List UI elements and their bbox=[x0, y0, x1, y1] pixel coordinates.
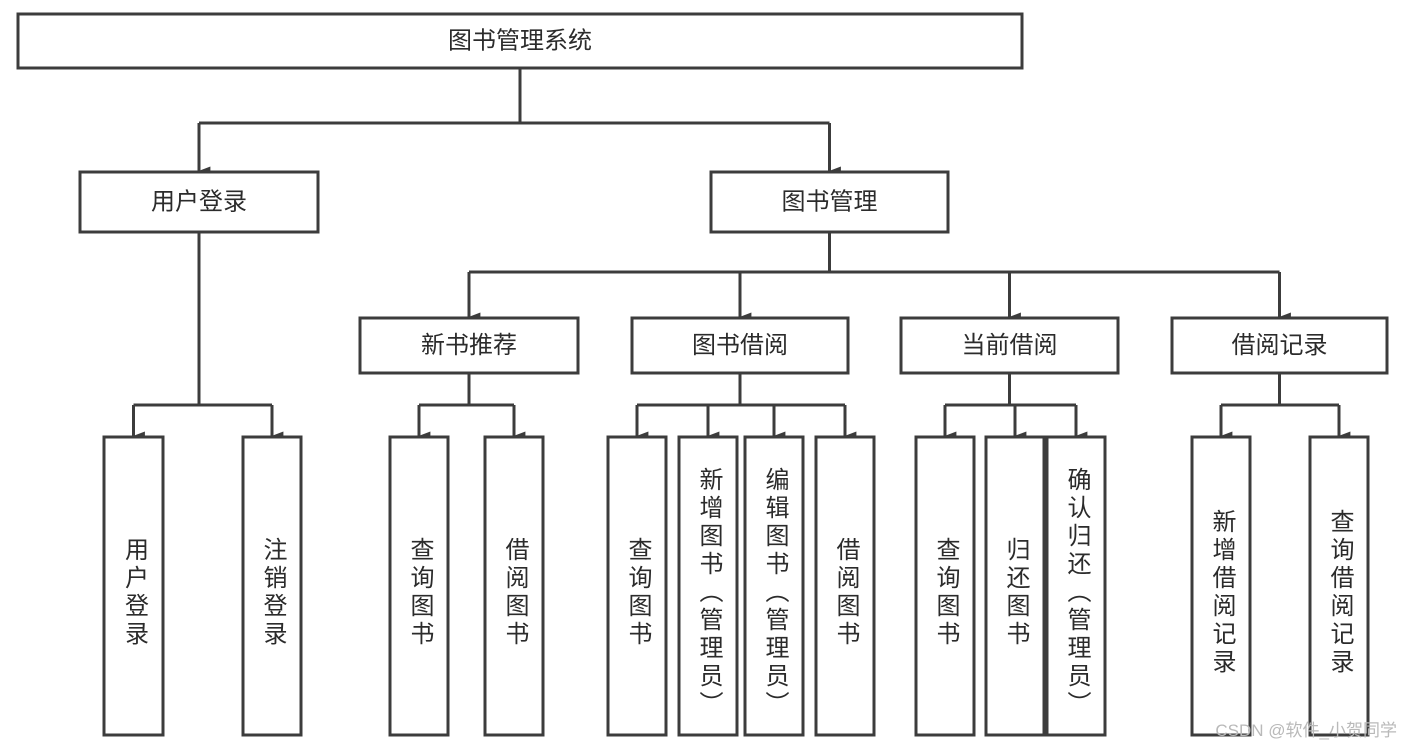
node-root-box[interactable] bbox=[16, 12, 1024, 70]
node-leaf-leaf-borrow-book-bor-box[interactable] bbox=[814, 435, 876, 737]
node-l3-book-borrow[interactable]: 图书借阅 bbox=[630, 316, 850, 375]
node-l3-current-borrow-box[interactable] bbox=[899, 316, 1120, 375]
node-leaf-leaf-add-book[interactable]: 新增图书（管理员） bbox=[677, 435, 739, 737]
node-l2-user-login-label: 用户登录 bbox=[151, 188, 247, 215]
node-leaf-leaf-query-book-cur-box[interactable] bbox=[914, 435, 976, 737]
node-leaf-leaf-add-record-box[interactable] bbox=[1190, 435, 1252, 737]
node-leaf-leaf-logout[interactable]: 注销登录 bbox=[241, 435, 303, 737]
node-l3-new-book-rec[interactable]: 新书推荐 bbox=[358, 316, 580, 375]
node-leaf-leaf-return-book-label-wrap: 归还图书 bbox=[1002, 537, 1029, 649]
node-leaf-leaf-user-login-label: 用户登录 bbox=[120, 537, 148, 649]
node-leaf-leaf-add-book-label-wrap: 新增图书（管理员） bbox=[695, 467, 722, 719]
node-leaf-leaf-logout-label: 注销登录 bbox=[259, 537, 286, 649]
node-leaf-leaf-confirm-return-box[interactable] bbox=[1045, 435, 1107, 737]
node-leaf-leaf-query-book-rec-label-wrap: 查询图书 bbox=[406, 537, 433, 649]
node-leaf-leaf-return-book-box[interactable] bbox=[984, 435, 1046, 737]
node-leaf-leaf-query-book-rec-box[interactable] bbox=[388, 435, 450, 737]
node-leaf-leaf-return-book-label: 归还图书 bbox=[1002, 537, 1029, 649]
node-leaf-leaf-add-record[interactable]: 新增借阅记录 bbox=[1190, 435, 1252, 737]
node-leaf-leaf-query-book-rec[interactable]: 查询图书 bbox=[388, 435, 450, 737]
node-leaf-leaf-confirm-return-label-wrap: 确认归还（管理员） bbox=[1063, 467, 1090, 719]
node-leaf-leaf-query-book-cur-label: 查询图书 bbox=[932, 537, 959, 649]
node-l3-borrow-record-label: 借阅记录 bbox=[1232, 332, 1328, 359]
node-leaf-leaf-add-record-label-wrap: 新增借阅记录 bbox=[1208, 509, 1235, 677]
node-leaf-leaf-add-record-label: 新增借阅记录 bbox=[1208, 509, 1235, 677]
node-leaf-leaf-add-book-box[interactable] bbox=[677, 435, 739, 737]
node-leaf-leaf-borrow-book-rec-box[interactable] bbox=[483, 435, 545, 737]
node-leaf-leaf-query-book-cur-label-wrap: 查询图书 bbox=[932, 537, 959, 649]
node-l3-current-borrow[interactable]: 当前借阅 bbox=[899, 316, 1120, 375]
node-leaf-leaf-query-record-label-wrap: 查询借阅记录 bbox=[1326, 509, 1353, 677]
node-l3-book-borrow-label: 图书借阅 bbox=[692, 332, 788, 359]
node-l3-book-borrow-box[interactable] bbox=[630, 316, 850, 375]
node-root-label: 图书管理系统 bbox=[448, 27, 592, 54]
node-leaf-leaf-query-book-rec-label: 查询图书 bbox=[406, 537, 433, 649]
node-leaf-leaf-query-book-bor[interactable]: 查询图书 bbox=[606, 435, 668, 737]
nodes-layer: 图书管理系统用户登录图书管理新书推荐图书借阅当前借阅借阅记录用户登录注销登录查询… bbox=[16, 12, 1389, 737]
connector-lines bbox=[132, 68, 1351, 441]
node-l2-user-login[interactable]: 用户登录 bbox=[78, 170, 320, 234]
node-leaf-leaf-query-record-box[interactable] bbox=[1308, 435, 1370, 737]
node-leaf-leaf-borrow-book-rec-label: 借阅图书 bbox=[501, 537, 528, 649]
node-leaf-leaf-borrow-book-bor[interactable]: 借阅图书 bbox=[814, 435, 876, 737]
csdn-watermark: CSDN @软件_小贺同学 bbox=[1215, 721, 1397, 740]
node-leaf-leaf-edit-book-box[interactable] bbox=[743, 435, 805, 737]
node-leaf-leaf-return-book[interactable]: 归还图书 bbox=[984, 435, 1046, 737]
node-leaf-leaf-edit-book-label-wrap: 编辑图书（管理员） bbox=[761, 467, 788, 719]
node-l2-book-manage-label: 图书管理 bbox=[782, 188, 878, 215]
node-l2-book-manage[interactable]: 图书管理 bbox=[709, 170, 950, 234]
node-leaf-leaf-logout-label-wrap: 注销登录 bbox=[259, 537, 286, 649]
node-leaf-leaf-query-book-cur[interactable]: 查询图书 bbox=[914, 435, 976, 737]
node-leaf-leaf-confirm-return-label: 确认归还（管理员） bbox=[1063, 467, 1090, 719]
node-l2-user-login-box[interactable] bbox=[78, 170, 320, 234]
node-l2-book-manage-box[interactable] bbox=[709, 170, 950, 234]
node-root[interactable]: 图书管理系统 bbox=[16, 12, 1024, 70]
node-leaf-leaf-query-book-bor-label-wrap: 查询图书 bbox=[624, 537, 651, 649]
node-l3-borrow-record-box[interactable] bbox=[1170, 316, 1389, 375]
node-leaf-leaf-query-book-bor-label: 查询图书 bbox=[624, 537, 651, 649]
node-leaf-leaf-borrow-book-bor-label: 借阅图书 bbox=[832, 537, 859, 649]
node-leaf-leaf-query-book-bor-box[interactable] bbox=[606, 435, 668, 737]
node-leaf-leaf-borrow-book-bor-label-wrap: 借阅图书 bbox=[832, 537, 859, 649]
node-leaf-leaf-user-login-box[interactable] bbox=[102, 435, 165, 737]
node-l3-new-book-rec-box[interactable] bbox=[358, 316, 580, 375]
node-l3-borrow-record[interactable]: 借阅记录 bbox=[1170, 316, 1389, 375]
node-l3-current-borrow-label: 当前借阅 bbox=[962, 332, 1058, 359]
node-leaf-leaf-borrow-book-rec[interactable]: 借阅图书 bbox=[483, 435, 545, 737]
node-leaf-leaf-edit-book[interactable]: 编辑图书（管理员） bbox=[743, 435, 805, 737]
node-leaf-leaf-user-login[interactable]: 用户登录 bbox=[102, 435, 165, 737]
node-leaf-leaf-query-record[interactable]: 查询借阅记录 bbox=[1308, 435, 1370, 737]
node-leaf-leaf-borrow-book-rec-label-wrap: 借阅图书 bbox=[501, 537, 528, 649]
node-leaf-leaf-add-book-label: 新增图书（管理员） bbox=[695, 467, 722, 719]
node-leaf-leaf-query-record-label: 查询借阅记录 bbox=[1326, 509, 1353, 677]
node-leaf-leaf-user-login-label-wrap: 用户登录 bbox=[120, 537, 148, 649]
node-leaf-leaf-edit-book-label: 编辑图书（管理员） bbox=[761, 467, 788, 719]
node-leaf-leaf-logout-box[interactable] bbox=[241, 435, 303, 737]
node-l3-new-book-rec-label: 新书推荐 bbox=[421, 332, 517, 359]
node-leaf-leaf-confirm-return[interactable]: 确认归还（管理员） bbox=[1045, 435, 1107, 737]
